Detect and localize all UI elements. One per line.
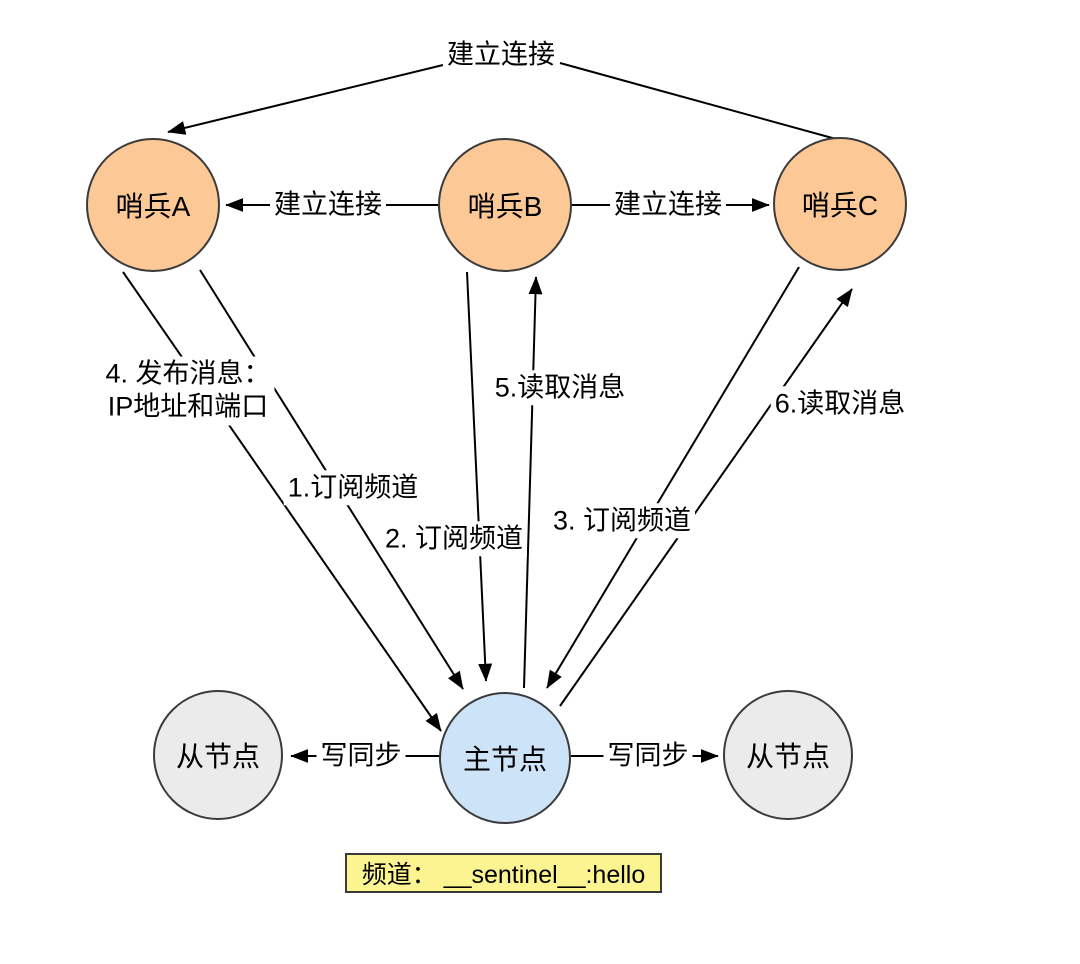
edge-label-read-6: 6.读取消息 [770,386,910,422]
edge-label-sync-right: 写同步 [603,738,693,774]
edge-label-read-5: 5.读取消息 [490,370,630,406]
edge-subscribe-3 [546,266,800,689]
channel-box: 频道： __sentinel__:hello [345,853,662,893]
edge-label-subscribe-2: 2. 订阅频道 [380,521,528,557]
edge-label-subscribe-3: 3. 订阅频道 [548,503,696,539]
node-sentinel-b-label: 哨兵B [467,191,543,222]
node-slave-right: 从节点 [723,690,853,820]
node-master-label: 主节点 [462,744,547,775]
edge-label-connect-top: 建立连接 [443,37,559,73]
node-sentinel-a-label: 哨兵A [115,191,191,222]
edge-label-subscribe-1: 1.订阅频道 [283,470,423,506]
node-sentinel-b: 哨兵B [438,138,572,272]
edge-connect-top-left [167,64,444,135]
edge-subscribe-2 [466,271,493,682]
edge-read-5 [523,276,543,689]
edge-label-connect-ab: 建立连接 [270,187,386,223]
edge-label-publish-4-line1: 4. 发布消息： [105,358,271,389]
node-slave-right-label: 从节点 [745,741,830,772]
edge-label-publish-4-line2: IP地址和端口 [107,392,269,422]
edge-read-6 [559,288,853,707]
edge-publish-4 [122,271,442,732]
node-master: 主节点 [439,692,571,824]
node-sentinel-a: 哨兵A [86,138,220,272]
edge-connect-top-right [559,62,837,140]
node-slave-left: 从节点 [153,690,283,820]
edge-label-sync-left: 写同步 [316,738,406,774]
edge-label-publish-4: 4. 发布消息： IP地址和端口 [101,356,275,426]
node-sentinel-c: 哨兵C [773,137,907,271]
edge-label-connect-bc: 建立连接 [610,187,726,223]
node-sentinel-c-label: 哨兵C [801,190,879,221]
node-slave-left-label: 从节点 [175,741,260,772]
